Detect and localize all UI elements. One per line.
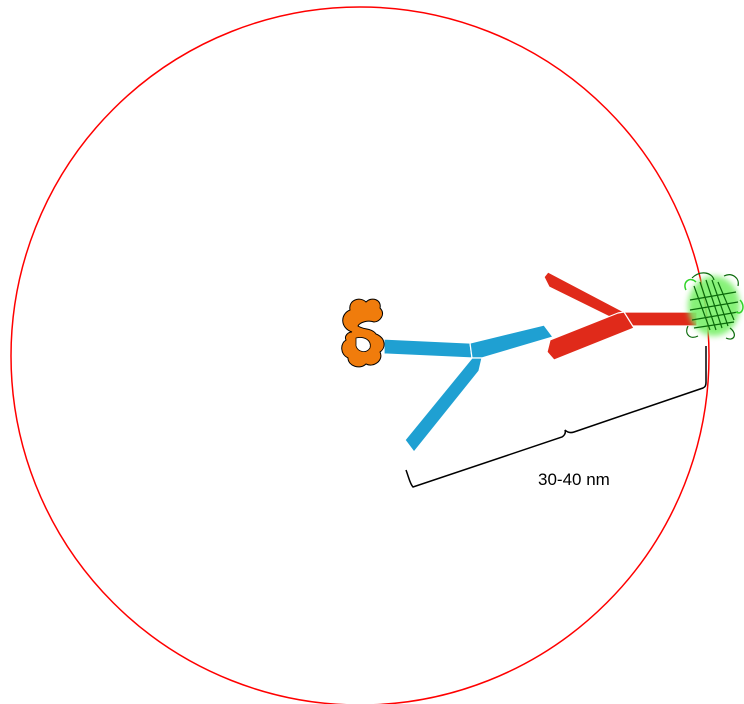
distance-bracket: [405, 346, 707, 488]
distance-label: 30-40 nm: [538, 470, 610, 489]
primary-antibody-stem: [383, 338, 473, 359]
primary-antibody-lower-arm: [404, 357, 483, 453]
primary-antibody: [383, 324, 554, 453]
secondary-antibody-stem: [623, 311, 698, 327]
target-protein: [341, 298, 385, 368]
range-circle: [10, 6, 710, 704]
primary-antibody-upper-arm: [469, 324, 554, 359]
secondary-antibody-lower-arm: [546, 311, 635, 361]
fluorescent-protein: [684, 272, 744, 340]
secondary-antibody: [543, 271, 698, 361]
